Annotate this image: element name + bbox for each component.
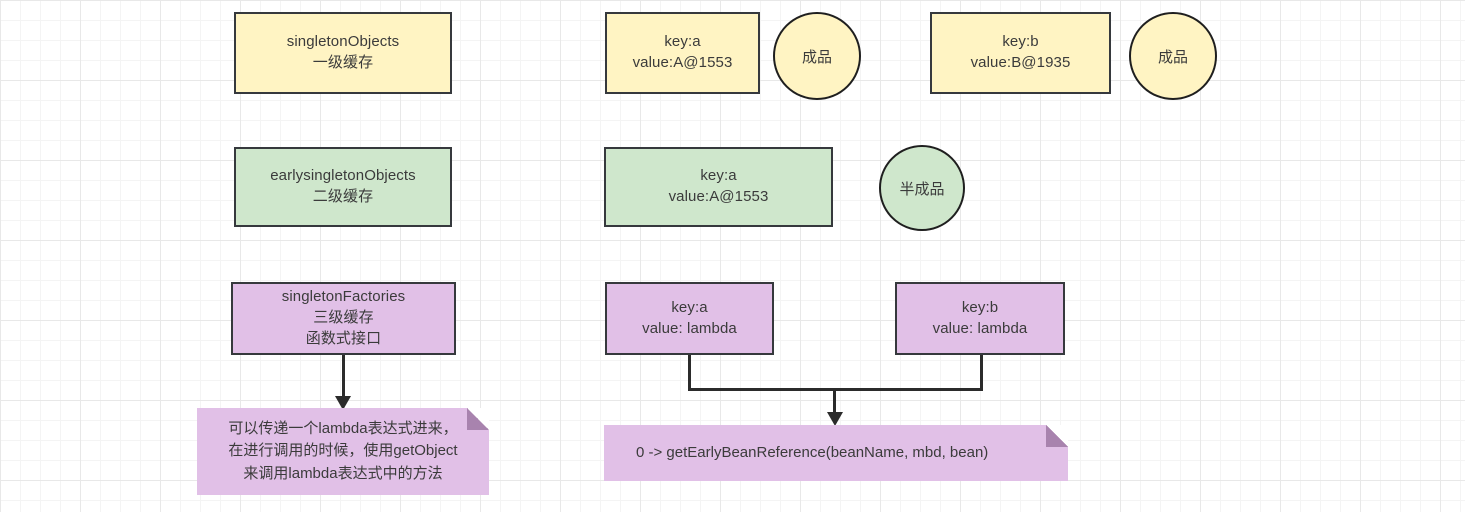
- note-text: 0 -> getEarlyBeanReference(beanName, mbd…: [636, 443, 989, 461]
- node-entry-level3-b[interactable]: key:b value: lambda: [895, 282, 1065, 355]
- note-lambda-explanation[interactable]: 可以传递一个lambda表达式进来， 在进行调用的时候，使用getObject …: [197, 408, 489, 495]
- node-label: key:a value: lambda: [642, 298, 737, 337]
- node-entry-level3-a[interactable]: key:a value: lambda: [605, 282, 774, 355]
- arrow-head-icon: [335, 396, 351, 410]
- node-label: key:a value:A@1553: [668, 167, 769, 205]
- node-label: key:b value:B@1935: [970, 33, 1071, 71]
- node-entry-level2-a[interactable]: key:a value:A@1553: [604, 147, 833, 227]
- node-early-singleton-objects[interactable]: earlysingletonObjects 二级缓存: [234, 147, 452, 227]
- connector-line-left: [688, 355, 691, 391]
- node-label: key:a value:A@1553: [632, 33, 733, 71]
- node-label: singletonObjects 一级缓存: [286, 33, 400, 71]
- connector-line-down: [833, 388, 836, 417]
- note-fold-corner-icon: [467, 408, 489, 430]
- note-get-early-bean-reference[interactable]: 0 -> getEarlyBeanReference(beanName, mbd…: [604, 425, 1068, 481]
- node-singleton-factories[interactable]: singletonFactories 三级缓存 函数式接口: [231, 282, 456, 355]
- circle-label: 半成品: [899, 180, 945, 198]
- arrow-head-icon: [827, 412, 843, 426]
- node-entry-level1-b[interactable]: key:b value:B@1935: [930, 12, 1111, 94]
- node-label: key:b value: lambda: [932, 298, 1028, 337]
- circle-label: 成品: [801, 48, 832, 66]
- note-text: 可以传递一个lambda表达式进来， 在进行调用的时候，使用getObject …: [228, 419, 458, 482]
- connector-line: [342, 355, 345, 400]
- note-fold-corner-icon: [1046, 425, 1068, 447]
- node-label: singletonFactories 三级缓存 函数式接口: [281, 288, 406, 347]
- circle-finished-b[interactable]: 成品: [1129, 12, 1217, 100]
- circle-finished-a[interactable]: 成品: [773, 12, 861, 100]
- node-label: earlysingletonObjects 二级缓存: [270, 167, 416, 205]
- node-entry-level1-a[interactable]: key:a value:A@1553: [605, 12, 760, 94]
- connector-line-right: [980, 355, 983, 391]
- circle-half-finished[interactable]: 半成品: [879, 145, 965, 231]
- circle-label: 成品: [1157, 48, 1188, 66]
- node-singleton-objects[interactable]: singletonObjects 一级缓存: [234, 12, 452, 94]
